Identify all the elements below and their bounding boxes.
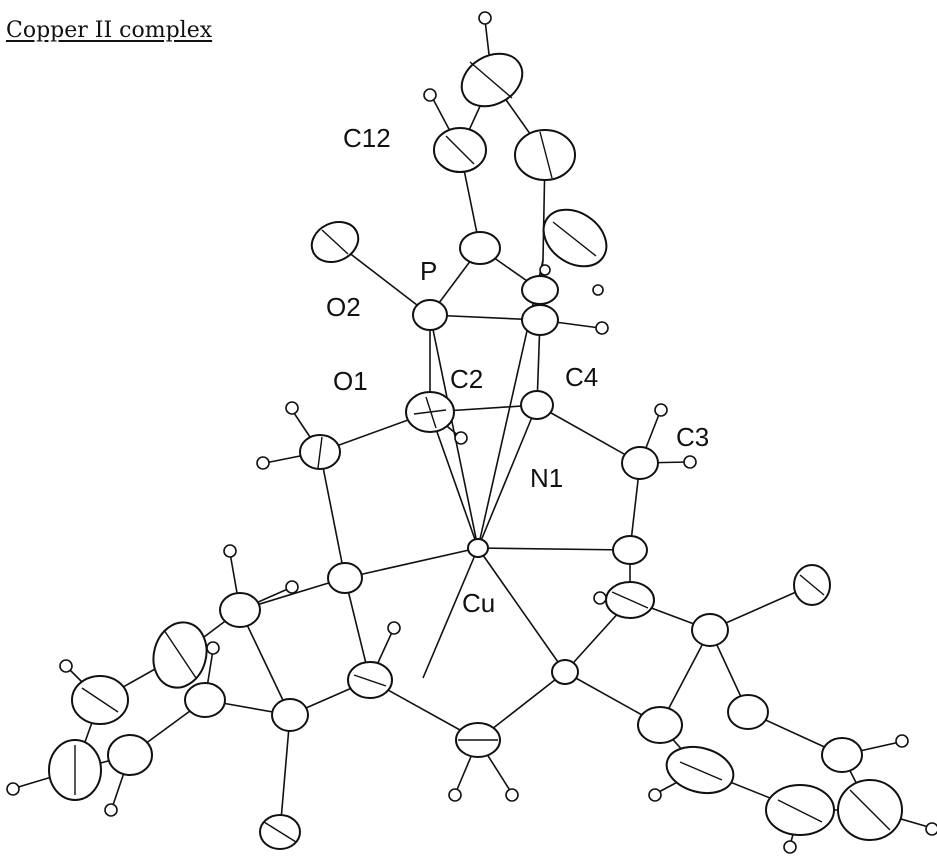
ellipsoid-axes bbox=[74, 61, 891, 843]
atom-p bbox=[412, 299, 448, 331]
atom-c3 bbox=[621, 446, 659, 480]
label-n1: N1 bbox=[530, 463, 563, 493]
atom-right-ring-2 bbox=[727, 694, 769, 730]
label-c2: C2 bbox=[450, 364, 483, 394]
atom-left-ring-1 bbox=[184, 682, 226, 718]
atom-right-ring-1 bbox=[637, 706, 683, 744]
atom-n1 bbox=[520, 390, 554, 420]
atom-c11b bbox=[521, 275, 559, 305]
hydrogen-atoms bbox=[6, 11, 937, 854]
atom-right-n bbox=[612, 535, 648, 565]
atom-c11 bbox=[459, 231, 501, 265]
atom-ellipsoids bbox=[48, 52, 903, 850]
atom-left-n bbox=[327, 562, 363, 594]
label-o1: O1 bbox=[333, 366, 368, 396]
atom-right-p bbox=[691, 613, 729, 647]
atom-c14 bbox=[514, 129, 576, 181]
figure-title: Copper II complex bbox=[6, 18, 213, 43]
atom-labels: C12 P O2 O1 C2 C4 C3 N1 Cu bbox=[326, 123, 709, 618]
label-c3: C3 bbox=[676, 422, 709, 452]
label-c4: C4 bbox=[565, 362, 598, 392]
label-c12: C12 bbox=[343, 123, 391, 153]
atom-left-p bbox=[271, 698, 309, 732]
label-o2: O2 bbox=[326, 292, 361, 322]
label-cu: Cu bbox=[462, 588, 495, 618]
atom-right-ring-5 bbox=[765, 784, 835, 836]
label-p: P bbox=[420, 256, 437, 286]
atom-left-ring-5 bbox=[107, 734, 153, 776]
atom-right-cu-n bbox=[551, 659, 579, 685]
atom-cu bbox=[467, 538, 489, 558]
atom-right-ring-4 bbox=[821, 737, 863, 773]
atom-left-c bbox=[219, 592, 261, 628]
atom-c4 bbox=[521, 304, 559, 336]
